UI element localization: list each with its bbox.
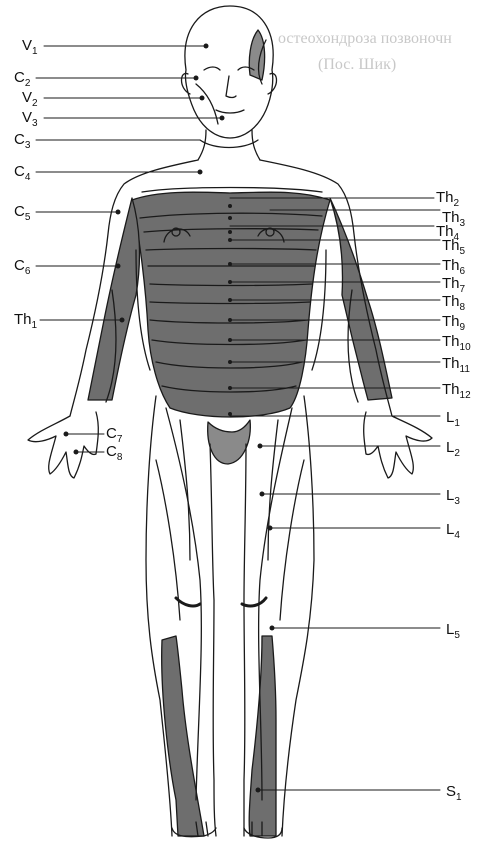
neck-left xyxy=(198,130,206,160)
label-V3: V3 xyxy=(22,110,38,132)
label-S1: S1 xyxy=(446,784,462,806)
label-C3: C3 xyxy=(14,132,30,154)
right-leg-inner xyxy=(244,444,246,836)
nose xyxy=(226,76,236,98)
label-L3: L3 xyxy=(446,488,460,510)
label-L4: L4 xyxy=(446,522,460,544)
region-right-arm xyxy=(330,198,392,400)
right-hand xyxy=(364,412,432,478)
label-Th11: Th11 xyxy=(442,356,470,378)
left-knee xyxy=(176,598,200,606)
label-C4: C4 xyxy=(14,164,30,186)
mouth xyxy=(216,110,244,113)
label-V1: V1 xyxy=(22,38,38,60)
left-hand xyxy=(28,412,98,478)
label-C5: C5 xyxy=(14,204,30,226)
label-Th12: Th12 xyxy=(442,382,471,404)
label-Th10: Th10 xyxy=(442,334,471,356)
neck-right xyxy=(252,130,260,160)
left-eye xyxy=(204,67,220,70)
label-L5: L5 xyxy=(446,622,460,644)
region-head xyxy=(249,30,264,80)
label-L2: L2 xyxy=(446,440,460,462)
right-knee xyxy=(242,598,266,606)
region-right-shin xyxy=(249,636,276,836)
left-leg-outer xyxy=(146,396,172,836)
left-leg-inner xyxy=(210,444,216,836)
label-C6: C6 xyxy=(14,258,30,280)
label-L1: L1 xyxy=(446,410,460,432)
right-leg-outer xyxy=(282,396,314,836)
leader-lines xyxy=(36,46,440,790)
label-Th1: Th1 xyxy=(14,312,37,334)
label-C8: C8 xyxy=(106,444,122,466)
region-genital xyxy=(208,420,251,464)
